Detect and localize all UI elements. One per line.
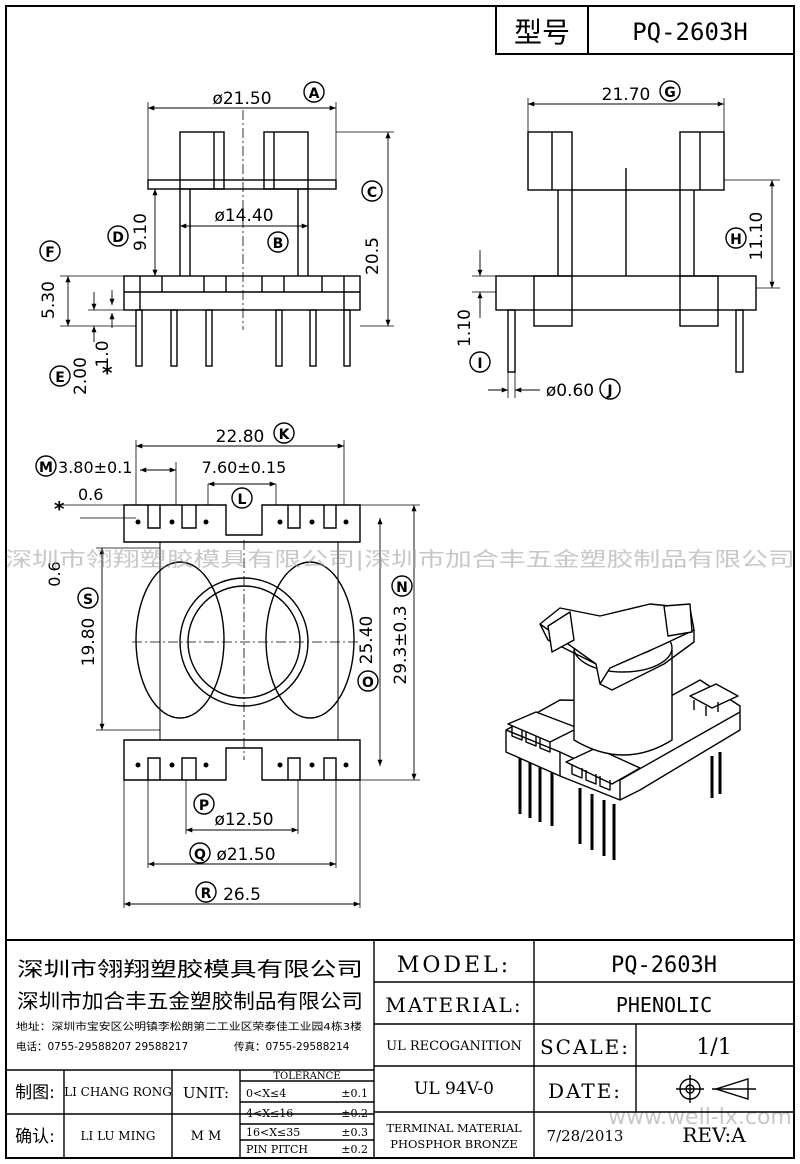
watermark-text: 深圳市翎翔塑胶模具有限公司|深圳市加合丰五金塑胶制品有限公司 xyxy=(5,547,795,571)
checked-by-name: LI LU MING xyxy=(81,1129,156,1143)
tag-r: R xyxy=(201,886,212,902)
star-mark: * xyxy=(102,361,113,385)
tolerance-range-2: 4<X≤16 xyxy=(246,1107,293,1120)
tolerance-value-1: ±0.1 xyxy=(341,1087,368,1100)
tolerance-label: TOLERANCE xyxy=(273,1071,340,1082)
dim-l-label: 7.60±0.15 xyxy=(202,458,287,477)
dim-s-label: 19.80 xyxy=(79,618,99,667)
company-name-2: 深圳市加合丰五金塑胶制品有限公司 xyxy=(17,989,363,1013)
tag-k: K xyxy=(279,427,291,443)
front-view-labels: 21.70 G 11.10 H 1.10 I ø0.60 J xyxy=(455,80,767,401)
tag-p: P xyxy=(199,798,209,814)
dim-a-label: ø21.50 xyxy=(212,89,271,109)
tag-n: N xyxy=(396,580,408,596)
dim-g-label: 21.70 xyxy=(602,85,651,105)
scale-label: SCALE: xyxy=(540,1035,630,1059)
tag-q: Q xyxy=(194,847,206,863)
dim-f-label: 5.30 xyxy=(39,281,59,319)
dim-c-label: 20.5 xyxy=(363,237,383,275)
dim-i-label: 1.10 xyxy=(455,309,475,347)
ul-label: UL RECOGANITION xyxy=(386,1039,522,1054)
tag-d: D xyxy=(112,230,124,246)
title-block xyxy=(5,939,795,1159)
tag-b: B xyxy=(273,236,284,252)
star-mark-top: * xyxy=(54,497,65,521)
header-model-value: PQ-2603H xyxy=(632,18,748,46)
dim-p-label: ø12.50 xyxy=(214,810,273,830)
unit-value: M M xyxy=(191,1129,222,1144)
checked-by-label: 确认: xyxy=(15,1127,55,1147)
tag-h: H xyxy=(730,232,742,248)
side-view xyxy=(60,102,394,367)
projection-symbol-icon xyxy=(676,1075,756,1103)
tag-s: S xyxy=(83,592,93,608)
dim-h-label: 11.10 xyxy=(747,212,767,261)
date-label: DATE: xyxy=(548,1079,622,1103)
side-view-labels: ø21.50 A ø14.40 B 20.5 C 9.10 D 5.30 F 2… xyxy=(39,81,383,395)
top-view xyxy=(60,440,420,908)
tag-m: M xyxy=(39,460,53,476)
top-view-labels: 22.80 K M 3.80±0.1 7.60±0.15 L * 0.6 0.6… xyxy=(35,422,413,905)
tag-o: O xyxy=(362,675,374,691)
dim-q-label: ø21.50 xyxy=(216,845,275,865)
scale-value: 1/1 xyxy=(696,1035,731,1060)
company-fax: 传真：0755-29588214 xyxy=(234,1040,350,1053)
front-view xyxy=(472,98,780,398)
model-value: PQ-2603H xyxy=(611,953,717,978)
dim-e-label: 2.00 xyxy=(71,357,91,395)
tag-a: A xyxy=(309,86,320,102)
dim-m-label: 3.80±0.1 xyxy=(58,458,132,477)
model-label: MODEL: xyxy=(397,953,511,978)
company-name-1: 深圳市翎翔塑胶模具有限公司 xyxy=(17,957,363,981)
ul-value: UL 94V-0 xyxy=(414,1079,494,1099)
drawn-by-label: 制图: xyxy=(15,1083,55,1103)
tolerance-value-2: ±0.2 xyxy=(341,1107,368,1120)
unit-label: UNIT: xyxy=(183,1084,229,1102)
header-model-box: 型号 PQ-2603H xyxy=(495,5,795,55)
title-block-text: 深圳市翎翔塑胶模具有限公司 深圳市加合丰五金塑胶制品有限公司 地址：深圳市宝安区… xyxy=(15,953,746,1156)
tag-g: G xyxy=(664,85,676,101)
dim-r-label: 26.5 xyxy=(223,885,261,905)
header-model-label: 型号 xyxy=(514,16,570,49)
revision: REV:A xyxy=(682,1123,746,1147)
tag-f: F xyxy=(45,245,55,261)
terminal-value: PHOSPHOR BRONZE xyxy=(390,1137,518,1151)
tolerance-range-4: PIN PITCH xyxy=(246,1143,308,1156)
dim-06b-label: 0.6 xyxy=(45,561,64,586)
top-view-pin-dots xyxy=(135,519,349,768)
date-value: 7/28/2013 xyxy=(547,1127,624,1145)
dim-e2-label: 1.0 xyxy=(93,340,113,367)
dim-d-label: 9.10 xyxy=(131,213,151,251)
dim-06a-label: 0.6 xyxy=(78,485,103,504)
material-label: MATERIAL: xyxy=(385,993,522,1017)
tolerance-value-4: ±0.2 xyxy=(341,1143,368,1156)
dim-b-label: ø14.40 xyxy=(214,206,273,226)
watermark-site: www.well-lx.com xyxy=(608,1105,792,1130)
dim-n-label: 29.3±0.3 xyxy=(391,605,411,684)
material-value: PHENOLIC xyxy=(616,993,712,1017)
tolerance-range-3: 16<X≤35 xyxy=(246,1126,300,1139)
company-address: 地址：深圳市宝安区公明镇李松朗第二工业区荣泰佳工业园4栋3楼 xyxy=(16,1020,362,1033)
tag-c: C xyxy=(367,185,377,201)
tag-i: I xyxy=(477,356,482,372)
drawn-by-name: LI CHANG RONG xyxy=(64,1085,172,1099)
dim-k-label: 22.80 xyxy=(216,427,265,447)
dim-j-label: ø0.60 xyxy=(546,381,594,401)
tag-e: E xyxy=(55,370,65,386)
tag-j: J xyxy=(606,383,612,399)
tag-l: L xyxy=(238,492,247,508)
tolerance-range-1: 0<X≤4 xyxy=(246,1087,286,1100)
terminal-label: TERMINAL MATERIAL xyxy=(386,1121,522,1135)
isometric-view xyxy=(505,603,741,860)
dim-o-label: 25.40 xyxy=(357,616,377,665)
company-phone: 电话：0755-29588207 29588217 xyxy=(16,1040,188,1053)
tolerance-value-3: ±0.3 xyxy=(341,1126,368,1139)
